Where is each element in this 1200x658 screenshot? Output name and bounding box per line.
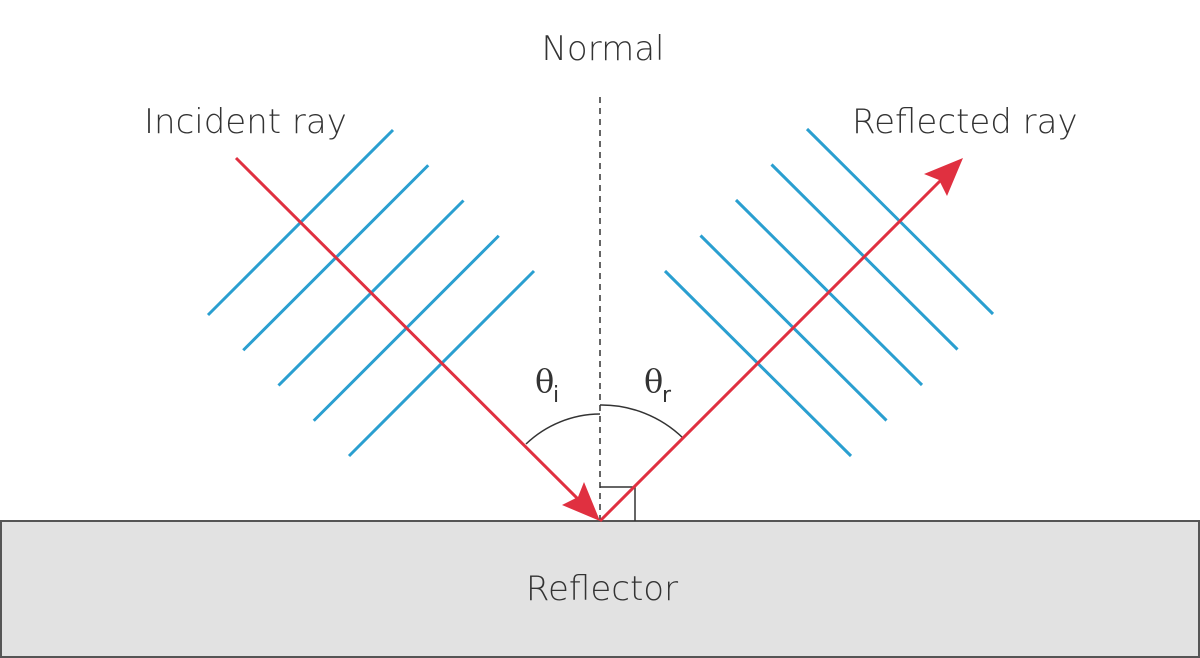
svg-text:θ: θ bbox=[644, 362, 663, 400]
reflector bbox=[0, 520, 1200, 658]
reflector-label: Reflector bbox=[526, 569, 678, 609]
incident-angle-label: θ i bbox=[535, 362, 559, 408]
normal-label: Normal bbox=[541, 29, 664, 69]
incident-ray-label: Incident ray bbox=[144, 102, 347, 142]
reflected-ray bbox=[598, 169, 952, 523]
incident-angle-arc bbox=[525, 413, 601, 445]
reflected-angle-arc bbox=[599, 404, 684, 439]
reflected-ray-label: Reflected ray bbox=[852, 102, 1078, 142]
svg-text:r: r bbox=[662, 383, 672, 408]
incident-ray bbox=[234, 156, 592, 513]
incident-arrowhead bbox=[562, 482, 600, 521]
svg-text:i: i bbox=[553, 383, 559, 408]
svg-text:θ: θ bbox=[535, 362, 554, 400]
reflected-angle-label: θ r bbox=[644, 362, 672, 408]
reflected-arrowhead bbox=[924, 158, 963, 196]
